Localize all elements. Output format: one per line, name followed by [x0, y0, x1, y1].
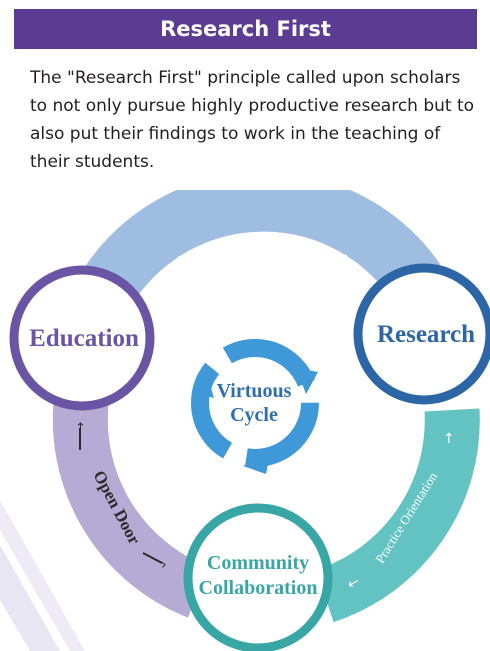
- node-community-label-line2: Collaboration: [199, 577, 318, 599]
- arrow-open-door-down-tip: ›: [161, 557, 167, 573]
- node-community-label-line1: Community: [207, 552, 309, 574]
- arrow-open-door-down: [142, 552, 163, 564]
- center-label-line2: Cycle: [230, 404, 278, 426]
- virtuous-cycle-diagram: Research First Open Door › ↑ Practice Or…: [9, 190, 490, 651]
- node-education-label: Education: [29, 325, 139, 352]
- arrow-research-first-right: [329, 253, 356, 270]
- center-cycle-ring: [191, 339, 319, 467]
- arc-research-first: [73, 190, 444, 315]
- node-education: Education: [9, 265, 155, 411]
- node-community-collaboration: Community Collaboration: [183, 503, 333, 651]
- arc-label-research-first: Research First: [215, 235, 314, 261]
- center-label-line1: Virtuous: [217, 380, 292, 402]
- arc-practice-orientation: [315, 408, 480, 623]
- intro-paragraph: The "Research First" principle called up…: [30, 68, 475, 172]
- arc-open-door: [52, 391, 209, 618]
- arrow-practice-up: ↑: [443, 431, 455, 447]
- center-cycle-arrowhead-2: [243, 454, 270, 474]
- section-header: Research First: [14, 9, 477, 49]
- section-title: Research First: [160, 17, 331, 41]
- center-cycle-arrowhead-1: [296, 368, 318, 394]
- center-cycle-arrowhead-3: [192, 372, 214, 398]
- node-research: Research: [353, 263, 490, 405]
- node-research-label: Research: [377, 321, 475, 348]
- arrow-open-door-up-tip: ↑: [75, 421, 86, 436]
- arrow-research-first-left: [168, 255, 197, 270]
